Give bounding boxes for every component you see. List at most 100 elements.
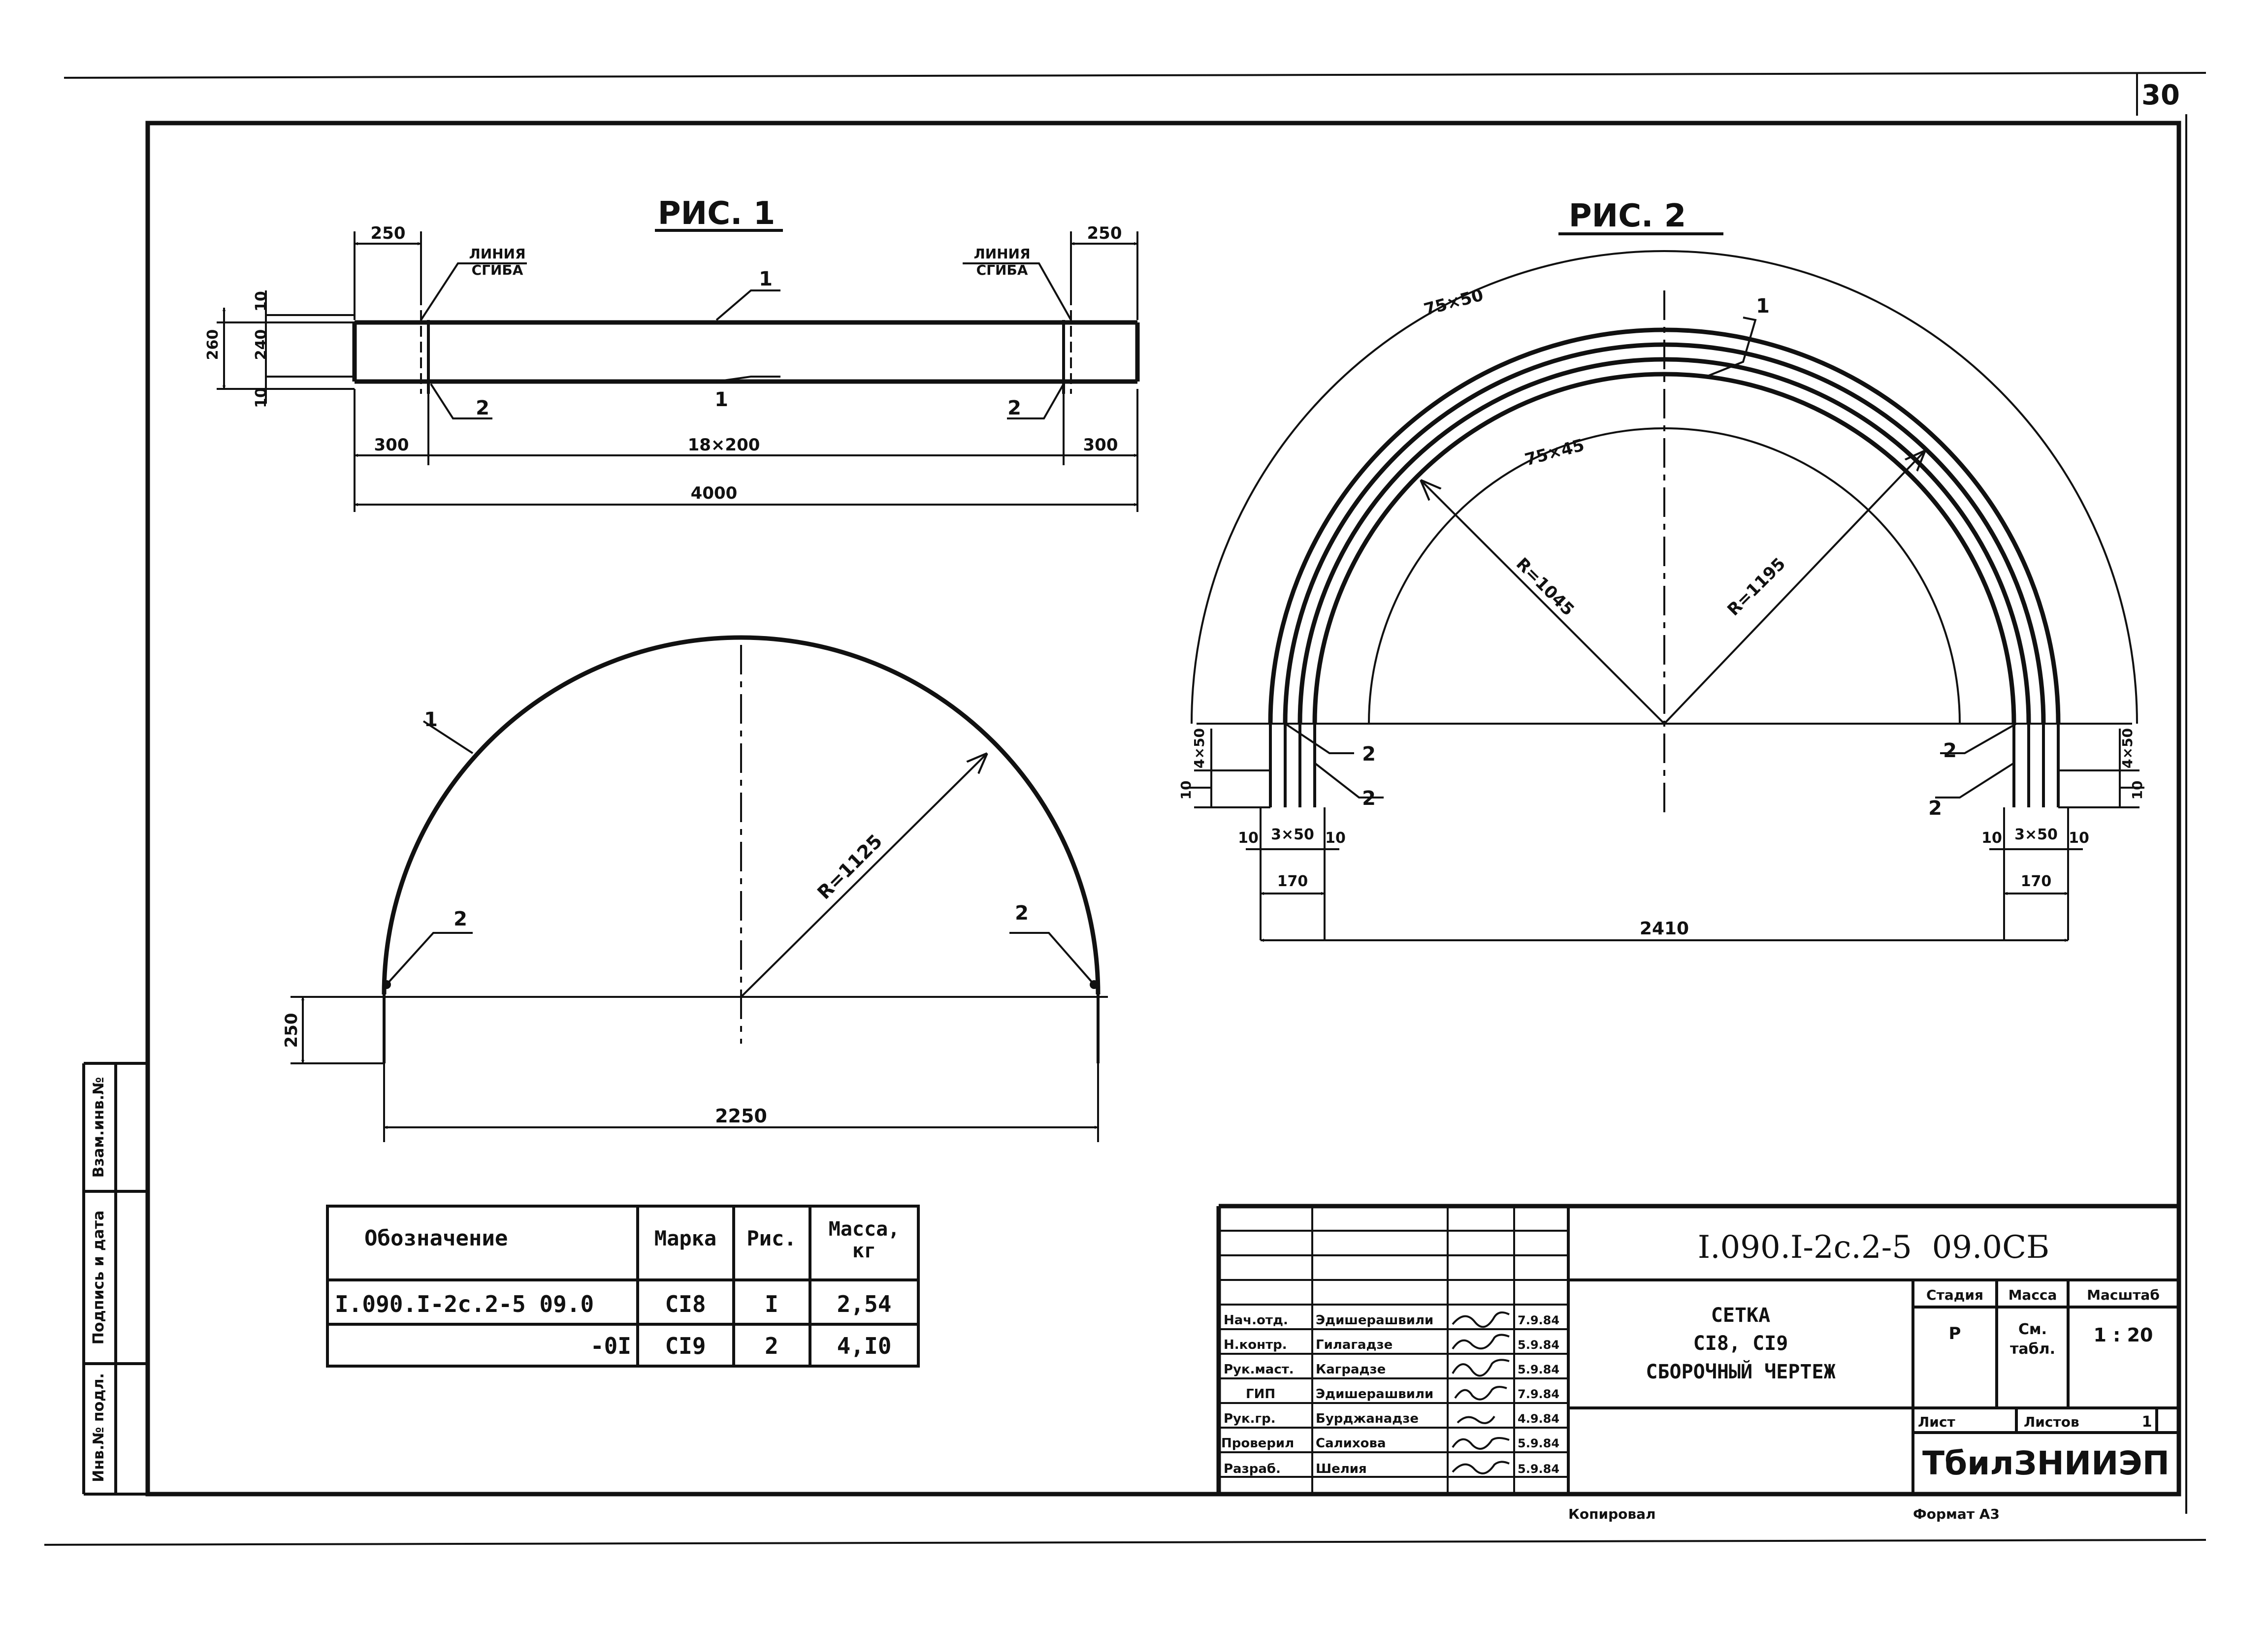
signature-row: Н.контр. Гилагадзе 5.9.84: [1224, 1334, 1559, 1352]
fig2-arch-drawing: [1191, 250, 2138, 817]
fig2-dim-right-10: 10: [2129, 781, 2145, 800]
signature-rows: Нач.отд. Эдишерашвили 7.9.84 Н.контр. Ги…: [1221, 1311, 1559, 1476]
page-number: 30: [2141, 79, 2180, 111]
fig1-arch-dimensions: [291, 996, 1099, 1142]
signature-name: Эдишерашвили: [1316, 1313, 1433, 1328]
handwritten-signature: [1454, 1386, 1507, 1401]
fig2-dim-left-3x50: 3×50: [1271, 826, 1314, 843]
signature-date: 7.9.84: [1518, 1313, 1559, 1327]
signature-role: Нач.отд.: [1224, 1313, 1288, 1328]
fig2-dim-left-4x50: 4×50: [1191, 728, 1207, 768]
signature-row: Рук.маст. Каградзе 5.9.84: [1224, 1359, 1559, 1377]
fig1-dim-base-250: 250: [282, 1013, 301, 1048]
spec-row1-designation: I.090.I-2с.2-5 09.0: [335, 1291, 594, 1317]
handwritten-signature: [1452, 1437, 1510, 1450]
scale-header: Масштаб: [2087, 1287, 2160, 1303]
fig2-dimensions: [1187, 729, 2144, 940]
signature-name: Шелия: [1316, 1462, 1367, 1476]
signature-date: 5.9.84: [1518, 1462, 1559, 1476]
spec-row1-mark: СI8: [665, 1291, 706, 1317]
spec-row1-figure: I: [765, 1291, 778, 1317]
scale-value: 1 : 20: [2094, 1324, 2153, 1346]
sheets-label: Листов: [2024, 1414, 2079, 1430]
fig1-pos-right-2: 2: [1007, 397, 1021, 419]
fig1-dim-right-250: 250: [1087, 223, 1122, 243]
fig1-bar-dimensions: [217, 231, 1138, 512]
spec-header-designation: Обозначение: [364, 1226, 508, 1251]
sheet-frame: [44, 72, 2206, 1546]
side-signature-date: Подпись и дата: [90, 1211, 107, 1344]
signature-role: Проверил: [1221, 1436, 1294, 1451]
organization-name: ТбилЗНИИЭП: [1922, 1444, 2170, 1482]
spec-table: [326, 1205, 920, 1368]
stage-value: Р: [1949, 1324, 1961, 1343]
fig2-dim-right-4x50: 4×50: [2119, 728, 2136, 768]
fig2-pos-left-2b: 2: [1362, 787, 1376, 810]
signature-date: 4.9.84: [1518, 1412, 1559, 1426]
fig1-dim-18x200: 18×200: [688, 435, 760, 455]
mass-value-line2: табл.: [2010, 1341, 2055, 1358]
fig1-dim-right-300: 300: [1083, 435, 1118, 455]
fig1-pos-arc-left-2: 2: [454, 908, 467, 930]
side-strip: [82, 1062, 148, 1496]
fig1-bend-line-left-2: СГИБА: [472, 262, 523, 278]
title-block-grid: [1216, 1204, 2179, 1494]
title-name-line1: СЕТКА: [1711, 1304, 1770, 1327]
mass-header: Масса: [2009, 1287, 2057, 1303]
signature-date: 5.9.84: [1518, 1338, 1559, 1352]
fig2-pos-left-2a: 2: [1362, 743, 1376, 766]
fig2-pos-right-2b: 2: [1928, 797, 1942, 820]
fig2-dim-right-bottom-10a: 10: [1981, 830, 2002, 847]
signature-date: 5.9.84: [1518, 1436, 1559, 1450]
signature-name: Эдишерашвили: [1316, 1387, 1433, 1402]
signature-name: Каградзе: [1316, 1362, 1386, 1377]
spec-row2-designation: -0I: [590, 1333, 631, 1359]
signature-role: Разраб.: [1224, 1462, 1281, 1476]
fig1-dim-2250: 2250: [715, 1105, 767, 1127]
fig1-bar-drawing: [352, 262, 1140, 419]
spec-row2-mark: СI9: [665, 1333, 706, 1359]
fig1-dim-240: 240: [253, 329, 270, 360]
signature-row: ГИП Эдишерашвили 7.9.84: [1246, 1386, 1559, 1402]
fig2-dim-left-bottom-10b: 10: [1325, 830, 1346, 847]
signature-row: Разраб. Шелия 5.9.84: [1224, 1461, 1559, 1476]
fig1-title: РИС. 1: [658, 195, 776, 232]
signature-row: Проверил Салихова 5.9.84: [1221, 1436, 1559, 1451]
signature-role: ГИП: [1246, 1387, 1275, 1402]
fig1-dim-10-top: 10: [253, 291, 270, 312]
fig1-dim-10-bottom: 10: [253, 387, 270, 408]
fig1-bend-line-right-2: СГИБА: [976, 262, 1028, 278]
fig1-pos-arc-right-2: 2: [1015, 902, 1029, 925]
title-name-line2: СI8, СI9: [1693, 1332, 1788, 1355]
fig2-dim-right-bottom-10b: 10: [2069, 830, 2089, 847]
signature-name: Гилагадзе: [1316, 1338, 1393, 1352]
signature-date: 5.9.84: [1518, 1363, 1559, 1376]
fig1-bend-line-right-1: ЛИНИЯ: [973, 246, 1030, 262]
spec-header-figure: Рис.: [746, 1226, 796, 1250]
signature-role: Н.контр.: [1224, 1338, 1287, 1352]
spec-header-mark: Марка: [654, 1226, 716, 1250]
fig2-dim-right-170: 170: [2021, 873, 2052, 890]
handwritten-signature: [1452, 1334, 1510, 1350]
fig1-pos-arc-1: 1: [424, 708, 438, 731]
fig2-dim-2410: 2410: [1640, 919, 1689, 939]
signature-role: Рук.гр.: [1224, 1411, 1276, 1426]
fig1-pos-left-2: 2: [476, 397, 489, 419]
title-name-line3: СБОРОЧНЫЙ ЧЕРТЕЖ: [1646, 1360, 1835, 1383]
spec-row1-mass: 2,54: [837, 1291, 892, 1317]
fig2-dim-left-170: 170: [1277, 873, 1308, 890]
handwritten-signature: [1452, 1461, 1510, 1474]
fig2-dim-right-3x50: 3×50: [2014, 826, 2058, 843]
fig2-dim-left-bottom-10a: 10: [1238, 830, 1259, 847]
fig2-dim-left-10: 10: [1178, 781, 1194, 800]
fig1-arch-drawing: [295, 635, 1108, 1063]
fig1-pos-bar-bottom: 1: [714, 388, 728, 411]
fig1-dim-left-300: 300: [374, 435, 409, 455]
side-replacement-inv: Взам.инв.№: [90, 1077, 107, 1178]
signature-date: 7.9.84: [1518, 1387, 1559, 1401]
spec-header-mass: Масса,кг: [829, 1218, 900, 1262]
spec-row2-figure: 2: [765, 1333, 778, 1359]
format-label: Формат А3: [1913, 1506, 2000, 1522]
fig2-radius-1195: R=1195: [1723, 554, 1789, 620]
